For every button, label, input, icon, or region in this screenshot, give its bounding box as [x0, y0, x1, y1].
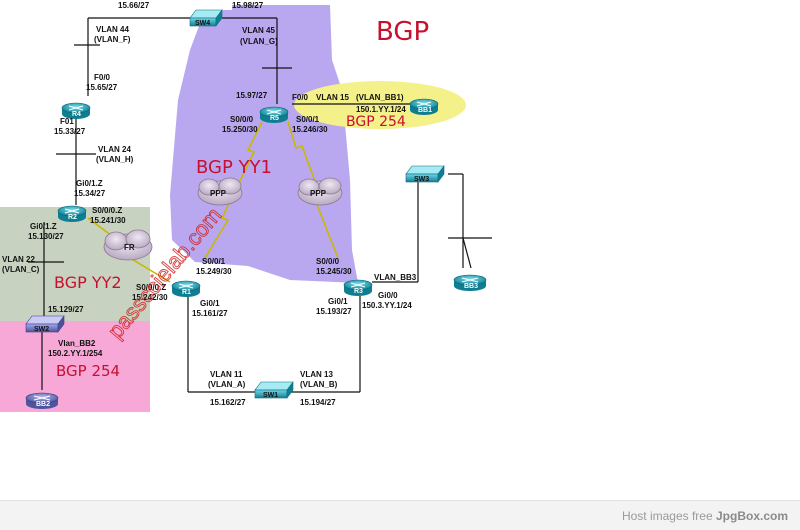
- label-vlan45: VLAN 45: [242, 26, 275, 35]
- zone-title-bgp: BGP: [376, 17, 429, 47]
- label-r5-ip-top: 15.97/27: [236, 91, 268, 100]
- sw2-switch-icon[interactable]: SW2: [25, 315, 65, 333]
- label-r3-vlan-bb3: VLAN_BB3: [374, 273, 417, 282]
- label-vlan-bb1-ip: 150.1.YY.1/24: [356, 105, 406, 114]
- bb1-router-icon[interactable]: BB1: [409, 98, 439, 115]
- label-r3-gi01-ip: 15.193/27: [316, 307, 352, 316]
- label-vlan15: VLAN 15: [316, 93, 349, 102]
- bgp-254-bb1-zone: [294, 81, 466, 129]
- r4-router-icon[interactable]: R4: [61, 102, 91, 119]
- ppp-cloud-2: PPP: [297, 177, 343, 206]
- label-vlan-bb2-ip: 150.2.YY.1/254: [48, 349, 103, 358]
- label-vlan44-name: (VLAN_F): [94, 35, 131, 44]
- label-vlan-bb1: (VLAN_BB1): [356, 93, 404, 102]
- fr-cloud: FR: [103, 229, 153, 261]
- r1-router-icon[interactable]: R1: [171, 280, 201, 297]
- ppp-cloud-1: PPP: [197, 177, 243, 206]
- zone-title-bgp-254-bb2: BGP 254: [56, 362, 120, 380]
- r2-router-icon[interactable]: R2: [57, 205, 87, 222]
- label-r1-s000z: S0/0/0.Z: [136, 283, 166, 292]
- label-r4-f00-ip: 15.65/27: [86, 83, 118, 92]
- bb2-label: BB2: [36, 401, 50, 408]
- label-r5-s001-ip: 15.246/30: [292, 125, 328, 134]
- bb1-label: BB1: [418, 107, 432, 114]
- label-vlan24-name: (VLAN_H): [96, 155, 134, 164]
- label-sw2-ip: 15.129/27: [48, 305, 84, 314]
- label-vlan-bb2: Vlan_BB2: [58, 339, 96, 348]
- zone-title-bgp-yy2: BGP YY2: [54, 273, 122, 292]
- label-vlan13: VLAN 13: [300, 370, 333, 379]
- label-r2-s000z-ip: 15.241/30: [90, 216, 126, 225]
- label-r1-gi01-ip: 15.161/27: [192, 309, 228, 318]
- label-sw4-right: 15.98/27: [232, 1, 264, 10]
- fr-cloud-label: FR: [124, 243, 135, 252]
- label-r4-f00: F0/0: [94, 73, 111, 82]
- r3-label: R3: [354, 288, 363, 295]
- label-vlan44: VLAN 44: [96, 25, 129, 34]
- label-vlan13-name: (VLAN_B): [300, 380, 338, 389]
- label-r2-gi01z: Gi0/1.Z: [30, 222, 57, 231]
- r3-router-icon[interactable]: R3: [343, 279, 373, 296]
- sw2-label: SW2: [34, 326, 49, 333]
- footer-site-link[interactable]: JpgBox.com: [715, 509, 788, 523]
- r4-label: R4: [72, 111, 81, 118]
- label-r3-s000: S0/0/0: [316, 257, 340, 266]
- label-r4-f01: F01: [60, 117, 74, 126]
- zone-title-bgp-yy1: BGP YY1: [196, 157, 272, 178]
- label-r2-gi01z-ip: 15.130/27: [28, 232, 64, 241]
- label-r3-gi00: Gi0/0: [378, 291, 398, 300]
- label-vlan24: VLAN 24: [98, 145, 131, 154]
- bb3-label: BB3: [464, 283, 478, 290]
- r5-router-icon[interactable]: R5: [259, 106, 289, 123]
- bgp-254-bb2-zone: [0, 321, 150, 412]
- label-r2-gi01z-top-ip: 15.34/27: [74, 189, 106, 198]
- label-vlan45-name: (VLAN_G): [240, 37, 278, 46]
- sw1-switch-icon[interactable]: SW1: [254, 381, 294, 399]
- label-r3-gi01: Gi0/1: [328, 297, 348, 306]
- label-r1-gi01: Gi0/1: [200, 299, 220, 308]
- footer-prefix: Host images free: [621, 509, 716, 523]
- label-vlan11-name: (VLAN_A): [208, 380, 246, 389]
- sw3-switch-icon[interactable]: SW3: [405, 165, 445, 183]
- ppp-cloud-2-label: PPP: [310, 189, 327, 198]
- links: [28, 17, 492, 393]
- sw4-switch-icon[interactable]: SW4: [189, 9, 223, 27]
- label-r5-f00: F0/0: [292, 93, 309, 102]
- footer-bar: Host images free JpgBox.com: [0, 500, 800, 530]
- sw1-label: SW1: [263, 392, 278, 399]
- ppp-cloud-1-label: PPP: [210, 189, 227, 198]
- bb3-router-icon[interactable]: BB3: [453, 274, 487, 291]
- bgp-zone: [170, 5, 358, 283]
- network-diagram: FR PPP PPP SW4 SW3 SW2: [0, 1, 492, 412]
- label-r1-s001: S0/0/1: [202, 257, 226, 266]
- label-r3-s000-ip: 15.245/30: [316, 267, 352, 276]
- bgp-yy2-zone: [0, 207, 150, 321]
- label-vlan22: VLAN 22: [2, 255, 35, 264]
- label-r1-s001-ip: 15.249/30: [196, 267, 232, 276]
- interface-labels: 15.66/27 15.98/27 VLAN 44 (VLAN_F) F0/0 …: [2, 1, 417, 407]
- sw4-label: SW4: [195, 20, 210, 27]
- label-vlan22-name: (VLAN_C): [2, 265, 40, 274]
- label-r1-s000z-ip: 15.242/30: [132, 293, 168, 302]
- footer-text: Host images free JpgBox.com: [622, 509, 788, 523]
- zone-title-bgp-254-bb1: BGP 254: [346, 114, 406, 130]
- label-sw1-right-ip: 15.194/27: [300, 398, 336, 407]
- label-r2-s000z: S0/0/0.Z: [92, 206, 122, 215]
- label-r4-f01-ip: 15.33/27: [54, 127, 86, 136]
- bb2-router-icon[interactable]: BB2: [25, 392, 59, 409]
- label-r5-s001: S0/0/1: [296, 115, 320, 124]
- label-r3-gi00-ip: 150.3.YY.1/24: [362, 301, 412, 310]
- sw3-label: SW3: [414, 176, 429, 183]
- label-sw1-left-ip: 15.162/27: [210, 398, 246, 407]
- label-vlan11: VLAN 11: [210, 370, 243, 379]
- r5-label: R5: [270, 115, 279, 122]
- label-r2-gi01z-top: Gi0/1.Z: [76, 179, 103, 188]
- label-sw4-left: 15.66/27: [118, 1, 150, 10]
- label-r5-s000-ip: 15.250/30: [222, 125, 258, 134]
- r2-label: R2: [68, 214, 77, 221]
- label-r5-s000: S0/0/0: [230, 115, 254, 124]
- r1-label: R1: [182, 289, 191, 296]
